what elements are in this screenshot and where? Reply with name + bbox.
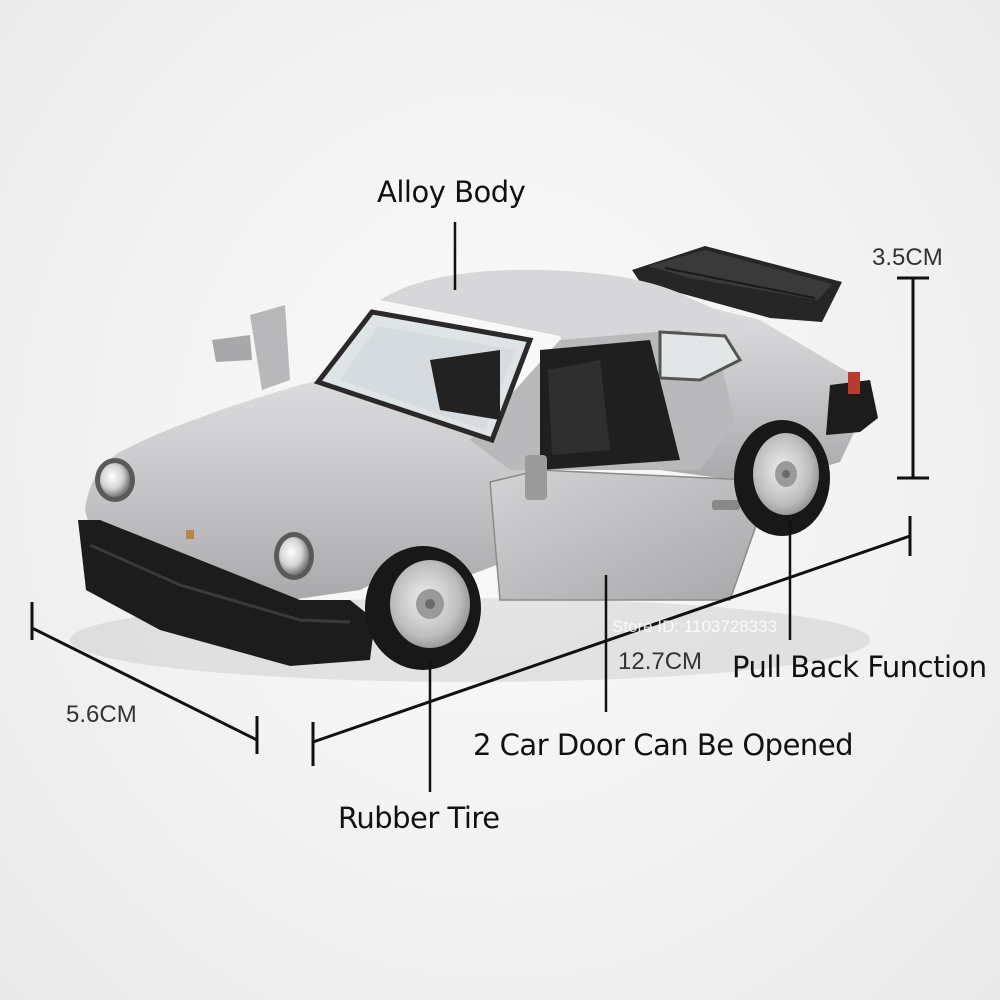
front-bumper	[78, 520, 375, 666]
right-headlight	[274, 532, 314, 580]
open-right-door	[489, 455, 759, 601]
rear-side-window	[658, 330, 743, 382]
rear-spoiler	[632, 246, 842, 322]
rear-wheel	[734, 420, 830, 536]
width-dimension-label: 5.6CM	[66, 701, 137, 728]
open-left-door	[212, 305, 290, 390]
dimension-lines	[30, 276, 929, 766]
height-dimension-label: 3.5CM	[872, 244, 943, 271]
pull-back-label: Pull Back Function	[732, 650, 987, 684]
length-dimension-label: 12.7CM	[618, 648, 703, 675]
rubber-tire-label: Rubber Tire	[338, 801, 500, 835]
store-watermark: Store ID: 1103728333	[612, 617, 778, 636]
alloy-body-label: Alloy Body	[377, 175, 526, 209]
front-wheel	[365, 546, 481, 670]
rear-bumper	[826, 380, 878, 435]
hood-badge	[186, 530, 194, 539]
width-line	[31, 626, 258, 742]
length-line	[312, 534, 911, 744]
doors-label: 2 Car Door Can Be Opened	[473, 728, 854, 762]
callout-lines	[428, 222, 792, 792]
left-headlight	[95, 458, 135, 502]
